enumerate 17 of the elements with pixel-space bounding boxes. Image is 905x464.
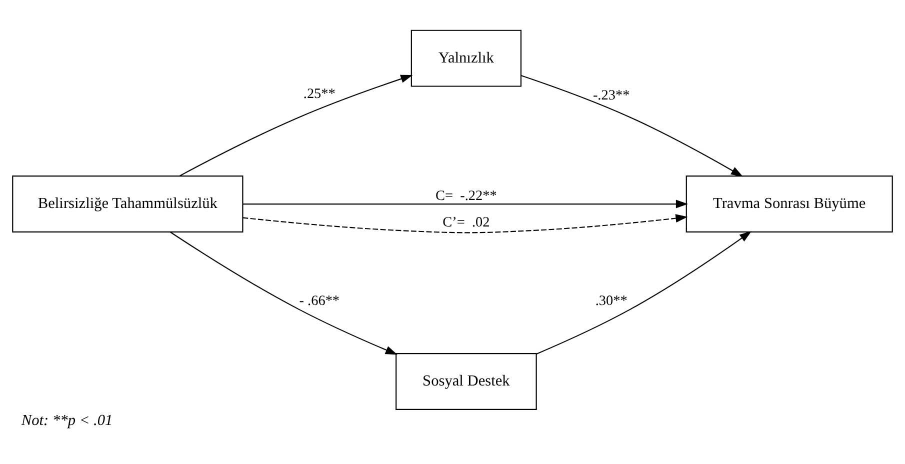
arrow	[170, 231, 398, 354]
arrow	[242, 199, 688, 208]
edge-label: C= -.22**	[435, 188, 497, 204]
edge-label: -.23**	[592, 86, 630, 103]
node-box: Sosyal Destek	[396, 352, 537, 410]
node-box: Yalnızlık	[410, 29, 522, 86]
edge-label: .30**	[595, 292, 628, 309]
arrow	[179, 74, 413, 176]
edge-label: - .66**	[299, 292, 340, 309]
edge-label: C’= .02	[442, 214, 490, 230]
caption: Not: **p < .01	[21, 411, 113, 428]
arrow	[242, 214, 688, 233]
edge-label: .25**	[303, 86, 336, 102]
node-box: Belirsizliğe Tahammülsüzlük	[12, 175, 244, 232]
arrow	[536, 230, 752, 354]
node-box: Travma Sonrası Büyüme	[686, 175, 893, 232]
arrow	[520, 74, 744, 176]
